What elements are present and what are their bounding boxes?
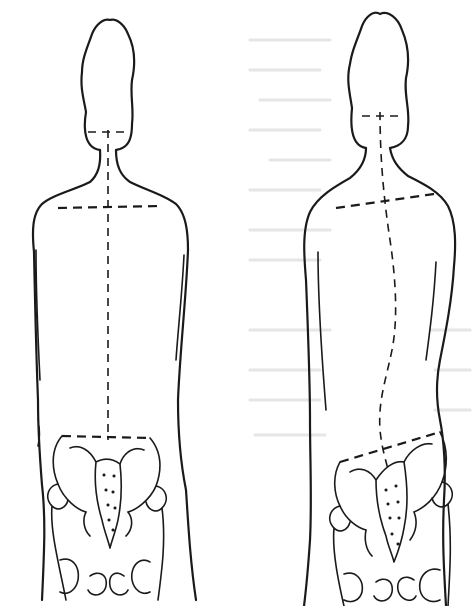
right-arm-inner-line-right — [426, 262, 436, 360]
trunk-left-contour — [33, 150, 100, 600]
spine-curve — [380, 112, 396, 470]
pelvis-right — [330, 432, 453, 606]
scoliosis-posture-figure — [304, 13, 455, 606]
sacrum-right — [376, 462, 407, 562]
shoulder-level-line — [58, 206, 160, 208]
head-outline-right — [348, 13, 408, 148]
pelvis-level-line — [62, 436, 150, 438]
right-arm-inner-line — [176, 255, 184, 360]
normal-posture-figure — [33, 20, 196, 600]
trunk-left-contour-right — [304, 148, 366, 606]
pelvis — [48, 436, 167, 600]
trunk-right-contour-right — [390, 148, 455, 606]
pelvis-level-line-right — [340, 432, 440, 462]
